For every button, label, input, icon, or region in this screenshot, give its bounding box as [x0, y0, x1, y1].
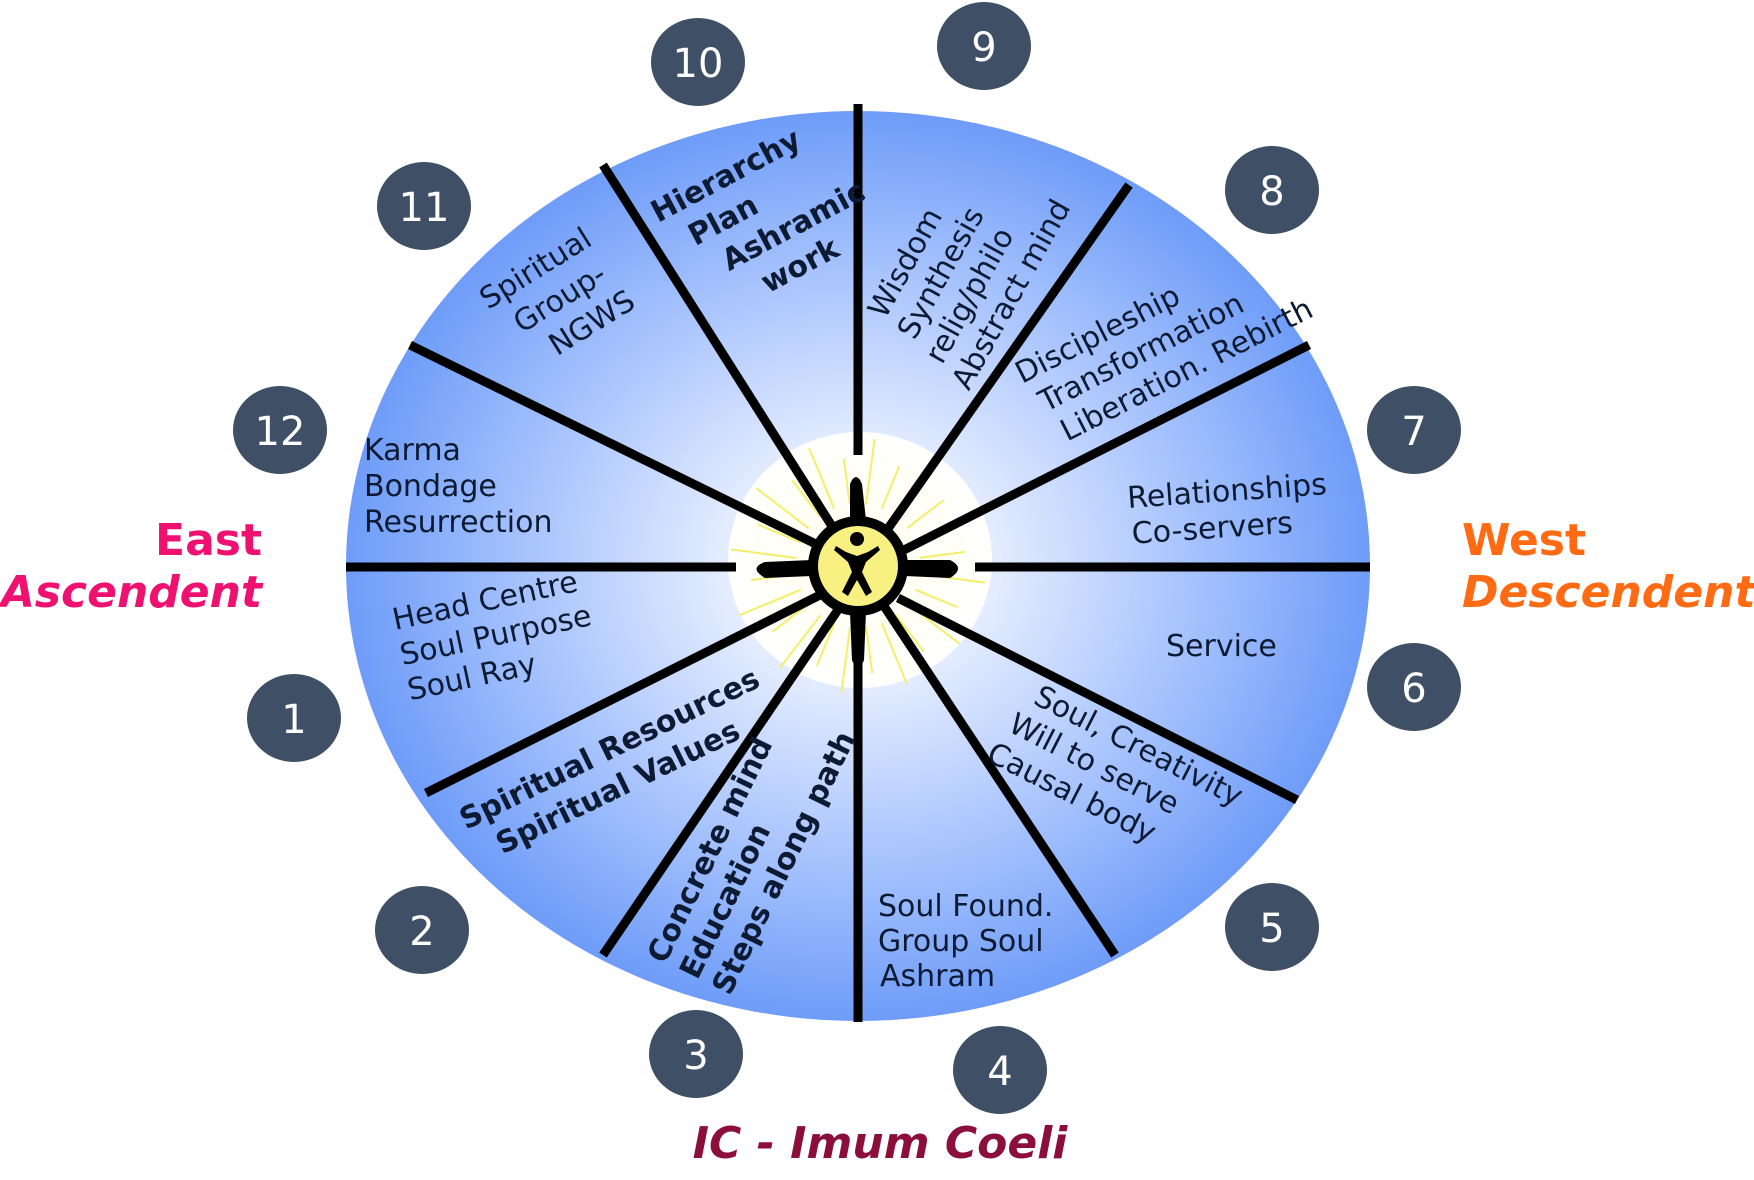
house-badge-12: 12: [233, 386, 327, 474]
house-4-text: Soul Found. Group Soul Ashram: [878, 889, 1063, 994]
house-badge-7: 7: [1367, 386, 1461, 474]
spoke-5-6: [895, 593, 1300, 805]
house-number-10: 10: [673, 41, 724, 87]
house-badge-6: 6: [1367, 643, 1461, 731]
house-badge-3: 3: [649, 1010, 743, 1098]
east-ascendent-label: East Ascendent: [0, 515, 262, 619]
house-number-2: 2: [409, 909, 434, 955]
sun-ray: [906, 499, 945, 530]
sun-ray: [919, 550, 966, 559]
sun-ray: [755, 487, 810, 530]
sun-ray: [807, 447, 836, 510]
house-badge-2: 2: [375, 886, 469, 974]
house-4-line-1: Soul Found.: [878, 889, 1053, 924]
spoke-10-11: [599, 162, 846, 545]
sun-ray: [914, 588, 959, 609]
house-badge-10: 10: [651, 18, 745, 106]
sun-ray: [779, 614, 822, 669]
sun-ray: [865, 438, 876, 505]
house-12-line-2: Bondage: [364, 469, 497, 504]
sun-ray: [757, 523, 802, 544]
sun-ray: [894, 614, 925, 653]
spoke-1-2: [423, 585, 833, 798]
house-badge-1: 1: [247, 674, 341, 762]
house-number-4: 4: [987, 1049, 1012, 1095]
house-badge-11: 11: [377, 162, 471, 250]
house-4-line-3: Ashram: [880, 959, 995, 994]
west-subtitle: Descendent: [1462, 567, 1754, 618]
spoke-11-12: [408, 340, 826, 553]
house-number-5: 5: [1259, 906, 1284, 952]
house-spokes: [346, 104, 1370, 1022]
sun-ray: [739, 588, 802, 617]
sun-ray: [865, 627, 874, 674]
sun-ray: [730, 548, 797, 559]
house-number-badges: 1 2 3 4 5 6 7 8: [233, 2, 1461, 1114]
house-badge-9: 9: [937, 2, 1031, 90]
house-12-line-3: Resurrection: [364, 505, 553, 540]
house-number-7: 7: [1401, 409, 1426, 455]
sun-ray: [791, 479, 822, 518]
sun-ray: [815, 622, 836, 667]
house-6-line-1: Service: [1166, 629, 1277, 664]
house-6-text: Service: [1166, 629, 1277, 664]
house-11-text: Spiritual Group- NGWS: [474, 216, 647, 381]
house-12-text: Karma Bondage Resurrection: [364, 433, 553, 540]
house-badge-4: 4: [953, 1026, 1047, 1114]
ic-imum-coeli-label: IC - Imum Coeli: [692, 1118, 1068, 1169]
east-subtitle: Ascendent: [0, 567, 262, 618]
spoke-2-3: [599, 595, 850, 958]
house-number-9: 9: [971, 25, 996, 71]
spoke-4-5: [876, 597, 1119, 958]
house-number-1: 1: [281, 697, 306, 743]
spoke-8-9: [876, 182, 1133, 543]
sun-ray: [842, 458, 851, 505]
house-number-8: 8: [1259, 169, 1284, 215]
sun-ray: [880, 622, 909, 685]
house-12-line-1: Karma: [364, 433, 461, 468]
house-4-line-2: Group Soul: [878, 924, 1044, 959]
sun-ray: [840, 627, 851, 694]
house-badge-5: 5: [1225, 883, 1319, 971]
house-badge-8: 8: [1225, 146, 1319, 234]
west-descendent-label: West Descendent: [1462, 515, 1754, 619]
house-number-3: 3: [683, 1033, 708, 1079]
human-figure-sun-icon: [756, 477, 958, 668]
west-title: West: [1462, 515, 1587, 566]
east-title: East: [155, 515, 262, 566]
house-number-12: 12: [255, 409, 306, 455]
sun-ray: [880, 465, 901, 510]
house-number-6: 6: [1401, 666, 1426, 712]
spoke-7-8: [897, 340, 1312, 557]
house-number-11: 11: [399, 185, 450, 231]
